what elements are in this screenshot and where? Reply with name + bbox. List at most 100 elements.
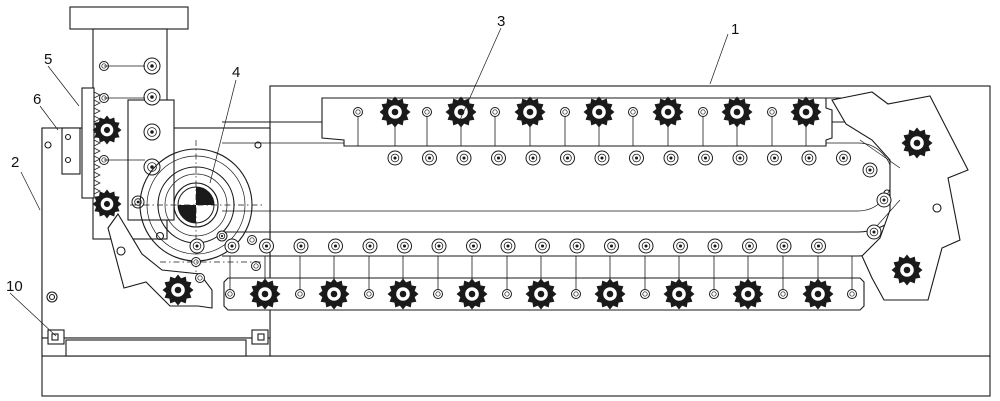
sprocket xyxy=(525,278,557,310)
column-roller xyxy=(131,195,145,209)
sprocket xyxy=(379,96,411,128)
column-rollers xyxy=(99,57,161,209)
sprocket xyxy=(162,274,194,306)
rack xyxy=(81,87,95,199)
right-end-housing xyxy=(831,91,969,301)
mount-hole xyxy=(46,291,58,303)
stud-pin xyxy=(778,289,788,299)
sprocket xyxy=(802,278,834,310)
callout-2: 2 xyxy=(11,154,19,171)
stud-pin xyxy=(767,107,777,117)
stud-pin xyxy=(628,107,638,117)
chain-roller xyxy=(500,238,516,254)
stud-pin xyxy=(251,261,261,271)
rack-tooth xyxy=(93,179,101,187)
mount-hole xyxy=(254,141,262,149)
sprockets xyxy=(92,96,933,310)
sprocket xyxy=(92,189,122,219)
stud-pin xyxy=(571,289,581,299)
chain-roller xyxy=(876,192,892,208)
chain-roller xyxy=(189,238,205,254)
housing-bolt xyxy=(932,203,942,213)
base-plate xyxy=(41,355,991,397)
sprocket xyxy=(652,96,684,128)
sprocket xyxy=(594,278,626,310)
callout-10: 10 xyxy=(6,278,23,295)
stud-pin xyxy=(709,289,719,299)
sprocket xyxy=(732,278,764,310)
mount-hole xyxy=(48,293,56,301)
chain-roller xyxy=(456,150,472,166)
chain-links xyxy=(189,150,892,254)
sprocket xyxy=(721,96,753,128)
chain-roller xyxy=(707,238,723,254)
chain-roller xyxy=(732,150,748,166)
stud-pin xyxy=(225,289,235,299)
center-of-mass-icon xyxy=(177,186,215,224)
leader-lines xyxy=(9,27,729,337)
chain-roller xyxy=(698,150,713,166)
chain-roller xyxy=(525,150,541,166)
stud-pin xyxy=(847,289,857,299)
stud-pin xyxy=(433,289,443,299)
sprocket xyxy=(583,96,615,128)
callout-4: 4 xyxy=(232,64,240,81)
chain-roller xyxy=(569,238,585,254)
stud-pins xyxy=(160,107,857,299)
rack-tooth xyxy=(93,171,101,179)
column-roller xyxy=(143,123,161,141)
stud-pin xyxy=(560,107,570,117)
chain-roller xyxy=(387,150,403,166)
rack-tooth xyxy=(93,187,101,195)
column-roller xyxy=(143,88,161,106)
column-top-cap xyxy=(69,6,189,30)
chain-roller xyxy=(776,238,792,254)
stud-pin xyxy=(698,107,708,117)
sprocket xyxy=(318,278,350,310)
chain-roller xyxy=(259,238,274,254)
stud-pin xyxy=(490,107,500,117)
chain-roller xyxy=(742,238,757,254)
stud-pin xyxy=(195,273,205,283)
sprocket xyxy=(790,96,822,128)
rack-tooth xyxy=(93,107,101,115)
right-foot-bolt xyxy=(257,333,265,341)
callout-3: 3 xyxy=(497,13,505,30)
left-foot-bolt xyxy=(51,333,59,341)
chain-roller xyxy=(801,150,817,166)
chain-roller xyxy=(594,150,610,166)
sprocket xyxy=(445,96,477,128)
chain-roller xyxy=(362,238,378,254)
rack-tooth xyxy=(93,147,101,155)
chain-roller xyxy=(216,230,228,242)
callout-6: 6 xyxy=(33,91,41,108)
sprocket xyxy=(249,278,281,310)
chain-roller xyxy=(836,150,851,166)
chain-roller xyxy=(767,150,782,166)
chain-roller xyxy=(811,238,826,254)
chain-roller xyxy=(629,150,644,166)
sprocket xyxy=(901,127,933,159)
sprocket xyxy=(663,278,695,310)
stud-pin xyxy=(640,289,650,299)
stud-pin xyxy=(422,107,432,117)
callout-5: 5 xyxy=(44,51,52,68)
sprocket xyxy=(514,96,546,128)
housing-bolt xyxy=(116,246,126,256)
chain-roller xyxy=(224,238,240,254)
sprocket xyxy=(92,115,122,145)
chain-roller xyxy=(638,238,654,254)
column-roller xyxy=(143,158,161,176)
chain-roller xyxy=(422,150,437,166)
sprocket xyxy=(891,254,923,286)
rack-tooth xyxy=(93,99,101,107)
sprocket xyxy=(387,278,419,310)
rack-tooth xyxy=(93,163,101,171)
guide-bolt xyxy=(64,156,72,164)
stud-pin xyxy=(353,107,363,117)
chain-roller xyxy=(866,224,882,240)
callout-1: 1 xyxy=(731,21,739,38)
chain-roller xyxy=(560,150,575,166)
